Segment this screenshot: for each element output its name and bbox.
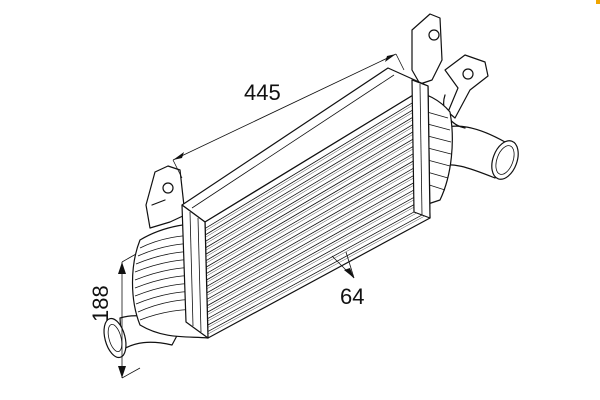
fin-tube-line xyxy=(206,158,430,287)
fin-tube-edge xyxy=(205,102,429,238)
fin-tube-edge xyxy=(206,139,429,270)
dimension-depth-label: 64 xyxy=(340,284,364,309)
fin-tube-edge xyxy=(206,176,430,303)
dimension-length-label: 445 xyxy=(244,80,281,105)
fin-tube-edge xyxy=(205,124,429,257)
corner-mark xyxy=(596,0,600,4)
dimension-height: 188 xyxy=(88,253,141,379)
fin-tube-line xyxy=(205,100,429,236)
fin-tube-line xyxy=(204,92,429,229)
right-bracket xyxy=(411,13,489,129)
dimension-length: 445 xyxy=(172,53,405,179)
fin-tube-line xyxy=(206,166,430,294)
fin-tube-edge xyxy=(206,168,430,296)
fin-tube-edge xyxy=(207,212,431,335)
fin-tube-line xyxy=(207,195,430,320)
core-fin-tubes xyxy=(204,92,431,335)
fin-tube-line xyxy=(205,129,429,262)
fin-tube-edge xyxy=(206,154,430,283)
fin-tube-line xyxy=(206,173,430,300)
fin-tube-edge xyxy=(205,132,429,264)
fin-tube-edge xyxy=(205,110,429,245)
fin-tube-edge xyxy=(205,117,429,251)
core-left-side-plate xyxy=(181,204,209,339)
fin-tube-line xyxy=(205,136,429,268)
fin-tube-line xyxy=(205,114,429,249)
core-top-inner-edge xyxy=(191,74,395,209)
fin-tube-edge xyxy=(207,198,430,322)
fin-tube-edge xyxy=(207,205,430,328)
fin-tube-line xyxy=(205,107,429,242)
dimension-depth: 64 xyxy=(331,251,364,309)
fin-tube-line xyxy=(205,122,429,255)
left-bracket xyxy=(145,165,186,229)
fin-tube-edge xyxy=(205,95,429,232)
fin-tube-line xyxy=(206,180,430,307)
fin-tube-edge xyxy=(207,183,430,309)
fin-tube-line xyxy=(207,188,430,313)
fin-tube-edge xyxy=(207,190,430,315)
fin-tube-edge xyxy=(206,161,430,290)
fin-tube-line xyxy=(206,151,430,281)
fin-tube-line xyxy=(207,202,430,326)
fin-tube-line xyxy=(207,210,431,332)
fin-tube-edge xyxy=(206,146,430,277)
fin-tube-line xyxy=(206,144,430,274)
dimension-height-label: 188 xyxy=(88,285,113,322)
